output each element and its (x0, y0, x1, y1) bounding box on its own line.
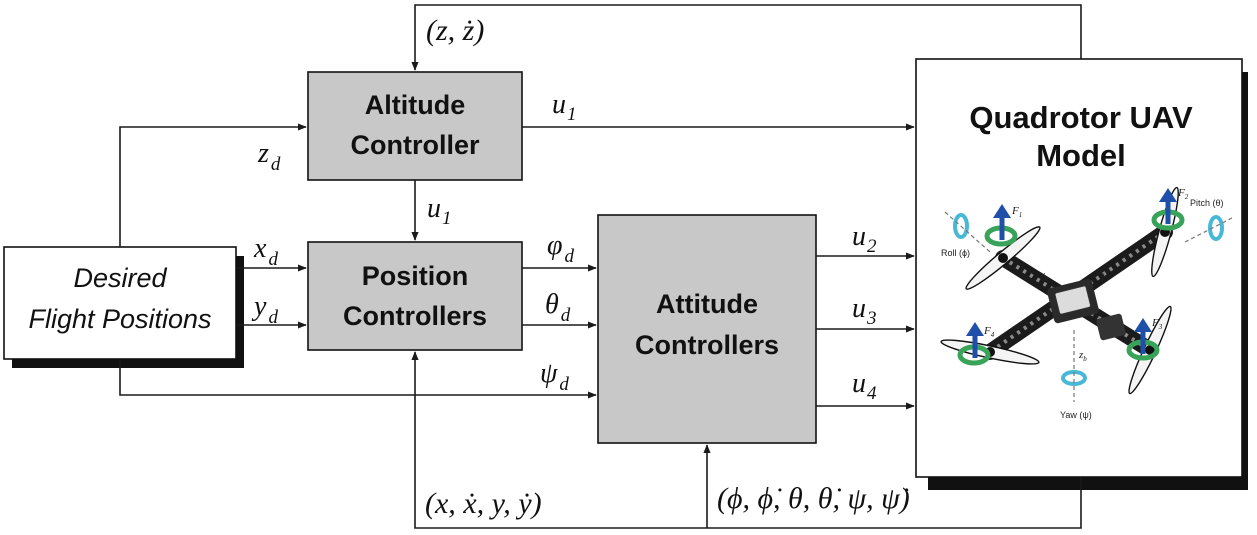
u4-label: u4 (852, 368, 877, 404)
model-label-line2: Model (1036, 138, 1126, 173)
roll-label: Roll (ϕ) (941, 248, 970, 258)
zb-axis-label: zb (1078, 349, 1087, 363)
u1-top-label: u1 (552, 89, 577, 125)
desired-label-line1: Desired (73, 263, 167, 293)
attitude-label-line1: Attitude (656, 289, 758, 319)
zd-line (119, 123, 307, 247)
desired-flight-positions-block: Desired Flight Positions (3, 246, 244, 368)
quadrotor-illustration: F1 F2 F4 F3 Roll (ϕ) Pitch (θ) Yaw (ψ) x… (940, 186, 1233, 420)
u2-label: u2 (852, 221, 877, 257)
altitude-feedback-line (411, 4, 1082, 71)
yaw-label: Yaw (ψ) (1060, 410, 1092, 420)
force-f2-label: F2 (1177, 187, 1189, 201)
force-arrows (966, 188, 1177, 358)
altitude-label-line1: Altitude (365, 90, 466, 120)
altitude-controller-block: Altitude Controller (307, 71, 523, 181)
force-f3-label: F3 (1151, 317, 1163, 331)
position-label-line2: Controllers (343, 301, 487, 331)
attitude-feedback-label: (ϕ, ϕ̇, θ, θ̇, ψ, ψ̇) (717, 482, 910, 515)
drone-labels: F1 F2 F4 F3 Roll (ϕ) Pitch (θ) Yaw (ψ) x… (941, 187, 1224, 420)
position-label-line1: Position (362, 261, 469, 291)
quadrotor-uav-model-block: Quadrotor UAV Model (915, 58, 1248, 490)
attitude-label-line2: Controllers (635, 330, 779, 360)
position-feedback-label: (x, ẋ, y, ẏ) (425, 487, 542, 520)
drone-frame (982, 224, 1173, 360)
attitude-controllers-block: Attitude Controllers (597, 214, 817, 444)
connections (119, 4, 1082, 529)
force-f1-label: F1 (1011, 205, 1022, 219)
psid-line (119, 359, 597, 399)
altitude-feedback-label: (z, ż) (426, 14, 484, 47)
altitude-label-line2: Controller (350, 130, 479, 160)
force-f4-label: F4 (983, 325, 995, 339)
desired-label-line2: Flight Positions (28, 304, 211, 334)
pitch-label: Pitch (θ) (1190, 198, 1224, 208)
yb-axis-label: yb (1095, 265, 1105, 279)
position-controllers-block: Position Controllers (307, 241, 523, 351)
u1-down-label: u1 (427, 193, 452, 229)
bottom-feedback-line (411, 351, 1082, 529)
u3-label: u3 (852, 293, 877, 329)
xb-axis-label: xb (1039, 269, 1049, 283)
propellers (940, 186, 1179, 395)
model-label-line1: Quadrotor UAV (969, 100, 1193, 135)
